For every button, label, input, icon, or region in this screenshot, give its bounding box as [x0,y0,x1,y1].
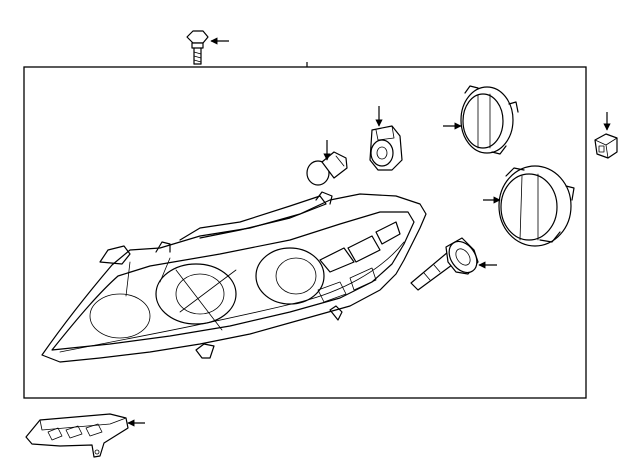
assembly-frame [23,66,587,399]
connector-part[interactable] [594,133,618,159]
dust-cap-part[interactable] [460,85,519,155]
dust-cap-large-part[interactable] [498,165,575,247]
bolt-part[interactable] [186,30,209,65]
bracket-part[interactable] [25,413,129,458]
halogen-bulb-part[interactable] [410,236,483,291]
bulb-socket-part[interactable] [369,125,403,171]
headlamp-assembly[interactable] [41,191,427,363]
